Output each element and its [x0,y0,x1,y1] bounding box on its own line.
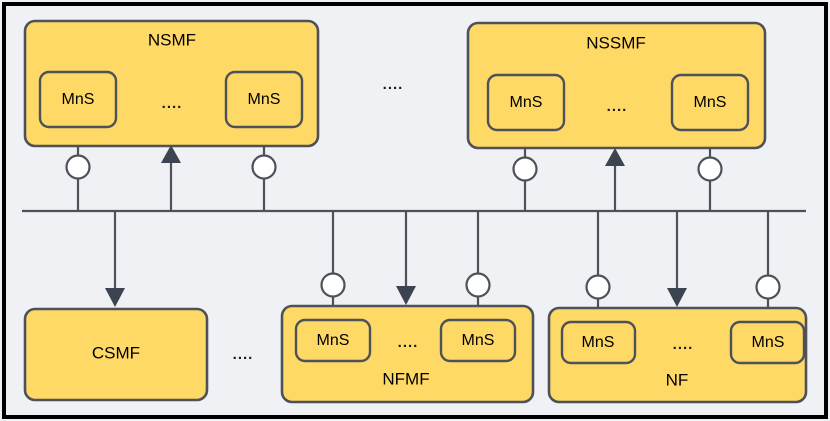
nf-mns-2-provider-circle-icon [755,274,781,300]
nf-mns-1-provider-circle-icon [585,274,611,300]
nf-consumer-arrow-down-icon [667,288,687,307]
top-middle-ellipsis: .... [383,76,404,93]
nssmf-mns-2-provider-circle-icon [697,156,723,182]
nssmf-mns-1-box[interactable] [486,73,566,132]
nsmf-mns-2-label: MnS [248,91,281,108]
nf-inner-ellipsis: .... [673,336,694,353]
nfmf-mns-2-label: MnS [462,332,495,349]
nfmf-mns-1-provider-circle-icon [320,272,346,298]
node-nf[interactable]: MnS .... MnS NF [547,306,808,404]
nssmf-mns-1-provider-circle-icon [512,156,538,182]
node-csmf[interactable]: CSMF [23,307,209,402]
nssmf-mns-2-label: MnS [694,94,727,111]
connector-group-top [65,145,723,211]
nsmf-mns-1-box[interactable] [38,70,118,129]
nf-mns-1-label: MnS [582,334,615,351]
nf-mns-2-label: MnS [752,334,785,351]
nfmf-mns-1-box[interactable] [294,318,372,363]
nfmf-mns-2-provider-circle-icon [465,272,491,298]
node-nssmf[interactable]: NSSMF MnS .... MnS [466,21,767,150]
nssmf-label: NSSMF [586,33,646,52]
nsmf-consumer-arrow-up-icon [161,145,181,163]
nsmf-mns-1-label: MnS [62,91,95,108]
csmf-consumer-arrow-down-icon [105,288,125,307]
nfmf-label: NFMF [382,369,429,388]
connector-group-bottom [105,211,781,330]
nfmf-mns-1-label: MnS [317,332,350,349]
nsmf-label: NSMF [148,30,196,49]
node-nsmf[interactable]: NSMF MnS .... MnS [23,19,320,148]
nsmf-mns-2-box[interactable] [224,70,304,129]
nssmf-mns-2-box[interactable] [670,73,750,132]
nfmf-mns-2-box[interactable] [439,318,517,363]
csmf-box[interactable] [23,307,209,402]
nsmf-mns-1-provider-circle-icon [65,154,91,180]
nsmf-mns-2-provider-circle-icon [251,154,277,180]
nssmf-mns-1-label: MnS [510,94,543,111]
nfmf-consumer-arrow-down-icon [396,286,416,305]
nf-label: NF [666,370,689,389]
nf-mns-2-box[interactable] [729,320,806,365]
node-nfmf[interactable]: MnS .... MnS NFMF [280,304,535,404]
nfmf-inner-ellipsis: .... [398,334,419,351]
bottom-left-ellipsis: .... [233,346,254,363]
csmf-label: CSMF [92,343,140,362]
nf-mns-1-box[interactable] [560,320,637,365]
nssmf-inner-ellipsis: .... [607,98,628,115]
nsmf-inner-ellipsis: .... [162,95,183,112]
nssmf-consumer-arrow-up-icon [605,148,625,166]
